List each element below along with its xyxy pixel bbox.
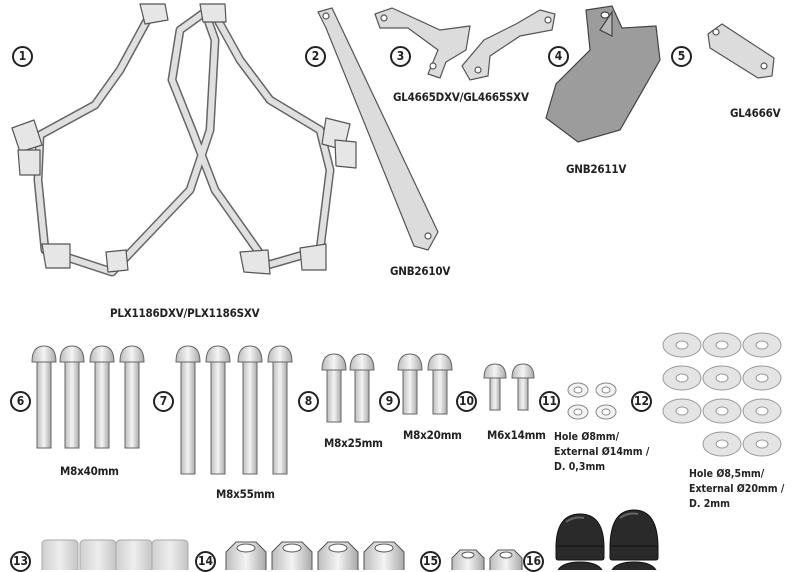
engine-guard-frame xyxy=(11,3,357,277)
item-number-8: 8 xyxy=(298,391,319,412)
bolts-m8x55 xyxy=(175,345,293,475)
small-plate xyxy=(707,23,775,79)
bolts-m8x40 xyxy=(31,345,145,449)
label-item-11: Hole Ø8mm/ External Ø14mm / D. 0,3mm xyxy=(554,431,650,473)
item-number-5: 5 xyxy=(671,46,692,67)
label-item-4: GNB2611V xyxy=(566,162,627,176)
caps xyxy=(555,509,659,570)
stay-bar xyxy=(317,7,439,251)
item-number-3: 3 xyxy=(390,46,411,67)
label-item-9: M8x20mm xyxy=(403,428,462,442)
label-item-6: M8x40mm xyxy=(60,464,119,478)
bolts-m8x25 xyxy=(321,353,375,423)
washers-small xyxy=(567,382,617,420)
item-number-1: 1 xyxy=(12,46,33,67)
spacers xyxy=(41,539,189,570)
item-number-9: 9 xyxy=(379,391,400,412)
bolts-m8x20 xyxy=(397,353,453,415)
nuts-small xyxy=(451,549,523,570)
label-item-5: GL4666V xyxy=(730,106,781,120)
item-number-15: 15 xyxy=(420,551,441,572)
label-item-8: M8x25mm xyxy=(324,436,383,450)
item-number-13: 13 xyxy=(10,551,31,572)
cover-part xyxy=(545,5,661,143)
item-number-12: 12 xyxy=(631,391,652,412)
label-item-3: GL4665DXV/GL4665SXV xyxy=(393,90,529,104)
item-number-14: 14 xyxy=(195,551,216,572)
washers-large xyxy=(662,332,782,457)
label-item-1: PLX1186DXV/PLX1186SXV xyxy=(110,306,260,320)
label-item-7: M8x55mm xyxy=(216,487,275,501)
item-number-6: 6 xyxy=(10,391,31,412)
item-number-2: 2 xyxy=(305,46,326,67)
item-number-7: 7 xyxy=(153,391,174,412)
brackets-pair xyxy=(374,7,556,81)
item-number-10: 10 xyxy=(456,391,477,412)
label-item-2: GNB2610V xyxy=(390,264,451,278)
item-number-11: 11 xyxy=(539,391,560,412)
nuts-large xyxy=(225,541,405,570)
item-number-4: 4 xyxy=(548,46,569,67)
label-item-12: Hole Ø8,5mm/ External Ø20mm / D. 2mm xyxy=(689,468,785,510)
item-number-16: 16 xyxy=(523,551,544,572)
label-item-10: M6x14mm xyxy=(487,428,546,442)
bolts-m6x14 xyxy=(483,363,535,411)
